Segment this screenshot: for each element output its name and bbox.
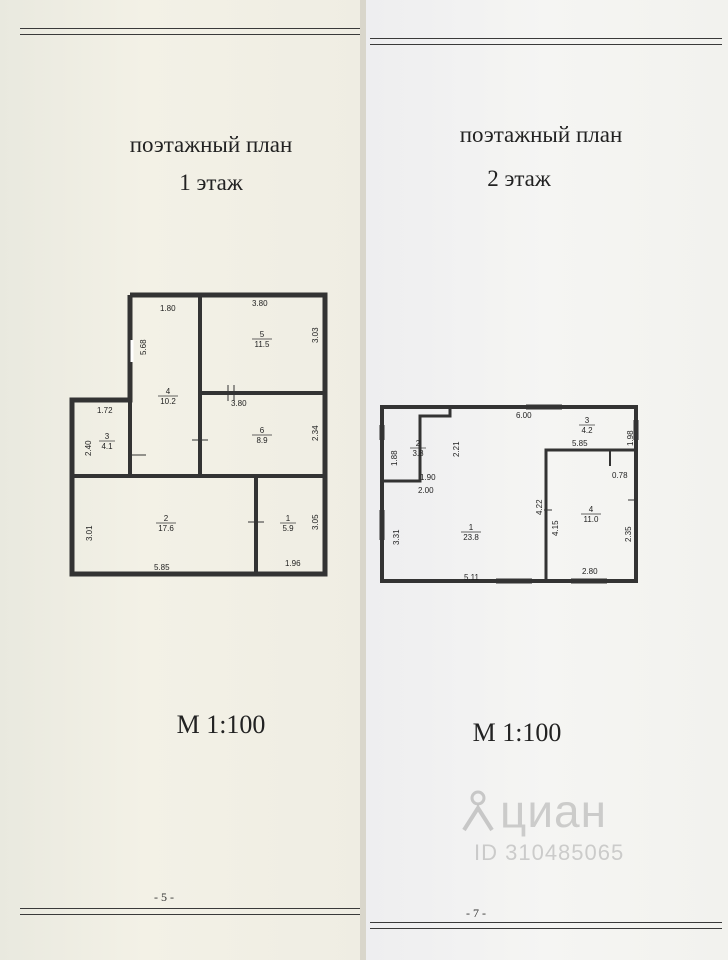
dim-label: 3.01 — [85, 525, 94, 541]
dim-label: 1.96 — [285, 559, 301, 568]
floor-plan-2: 6.00 1.88 2.21 5.85 1.98 1.90 2.00 0.78 … — [379, 404, 639, 584]
room-area: 8.9 — [256, 436, 268, 445]
page-number: - 7 - — [466, 906, 486, 920]
page-border-bottom-inner — [20, 914, 360, 915]
dim-label: 2.21 — [452, 441, 461, 457]
dim-label: 2.00 — [418, 486, 434, 495]
dim-label: 2.34 — [311, 425, 320, 441]
floor-label: 1 этаж — [179, 170, 243, 195]
dim-label: 5.11 — [464, 573, 480, 582]
room-area: 3.8 — [412, 449, 424, 458]
room-area: 17.6 — [158, 524, 174, 533]
scale-label: М 1:100 — [472, 718, 562, 747]
room-area: 4.1 — [101, 442, 113, 451]
page-number: - 5 - — [154, 890, 174, 904]
room-number: 2 — [164, 514, 169, 523]
dim-label: 4.22 — [535, 499, 544, 515]
dim-label: 3.03 — [311, 327, 320, 343]
page-gutter — [360, 0, 368, 960]
dim-label: 1.90 — [420, 473, 436, 482]
room-area: 4.2 — [581, 426, 593, 435]
room-area: 10.2 — [160, 397, 176, 406]
cian-logo-icon — [462, 790, 494, 832]
room-number: 1 — [469, 523, 474, 532]
floor-label: 2 этаж — [487, 166, 551, 191]
watermark: циан ID 310485065 — [440, 780, 680, 880]
page-border-bottom — [370, 922, 722, 923]
room-area: 11.5 — [255, 340, 271, 349]
dim-label: 0.78 — [612, 471, 628, 480]
dim-label: 3.05 — [311, 514, 320, 530]
dim-label: 3.80 — [252, 299, 268, 308]
page-border-top — [370, 38, 722, 39]
room-number: 1 — [286, 514, 291, 523]
room-area: 11.0 — [584, 515, 600, 524]
room-number: 5 — [260, 330, 265, 339]
page-border-top-inner — [370, 44, 722, 45]
page-border-top-inner — [20, 34, 360, 35]
dim-label: 5.85 — [572, 439, 588, 448]
dim-label: 4.15 — [551, 520, 560, 536]
dim-label: 2.40 — [84, 440, 93, 456]
dim-label: 1.88 — [390, 450, 399, 466]
floor-plan-1: 1.80 3.80 5.68 3.03 1.72 3.80 2.40 2.34 … — [69, 292, 328, 577]
right-page: поэтажный план 2 этаж 6.00 1.88 — [366, 0, 728, 960]
page-title: поэтажный план — [129, 132, 293, 157]
page-border-bottom — [20, 908, 360, 909]
scale-label: М 1:100 — [176, 710, 266, 739]
room-area: 5.9 — [282, 524, 294, 533]
left-page: поэтажный план 1 этаж — [0, 0, 362, 960]
room-area: 23.8 — [463, 533, 479, 542]
room-number: 2 — [416, 439, 421, 448]
dim-label: 2.80 — [582, 567, 598, 576]
page-border-top — [20, 28, 360, 29]
dim-label: 5.68 — [139, 339, 148, 355]
room-number: 4 — [166, 387, 171, 396]
dim-label: 2.35 — [624, 526, 633, 542]
dim-label: 5.85 — [154, 563, 170, 572]
room-number: 4 — [589, 505, 594, 514]
dim-label: 6.00 — [516, 411, 532, 420]
watermark-id: ID 310485065 — [474, 840, 625, 865]
watermark-brand: циан — [500, 785, 608, 837]
dim-label: 3.31 — [392, 529, 401, 545]
room-number: 3 — [105, 432, 110, 441]
page-title: поэтажный план — [459, 122, 623, 147]
dim-label: 1.72 — [97, 406, 113, 415]
room-number: 6 — [260, 426, 265, 435]
dim-label: 1.80 — [160, 304, 176, 313]
page-border-bottom-inner — [370, 928, 722, 929]
room-number: 3 — [585, 416, 590, 425]
dim-label: 3.80 — [231, 399, 247, 408]
dim-label: 1.98 — [626, 430, 635, 446]
